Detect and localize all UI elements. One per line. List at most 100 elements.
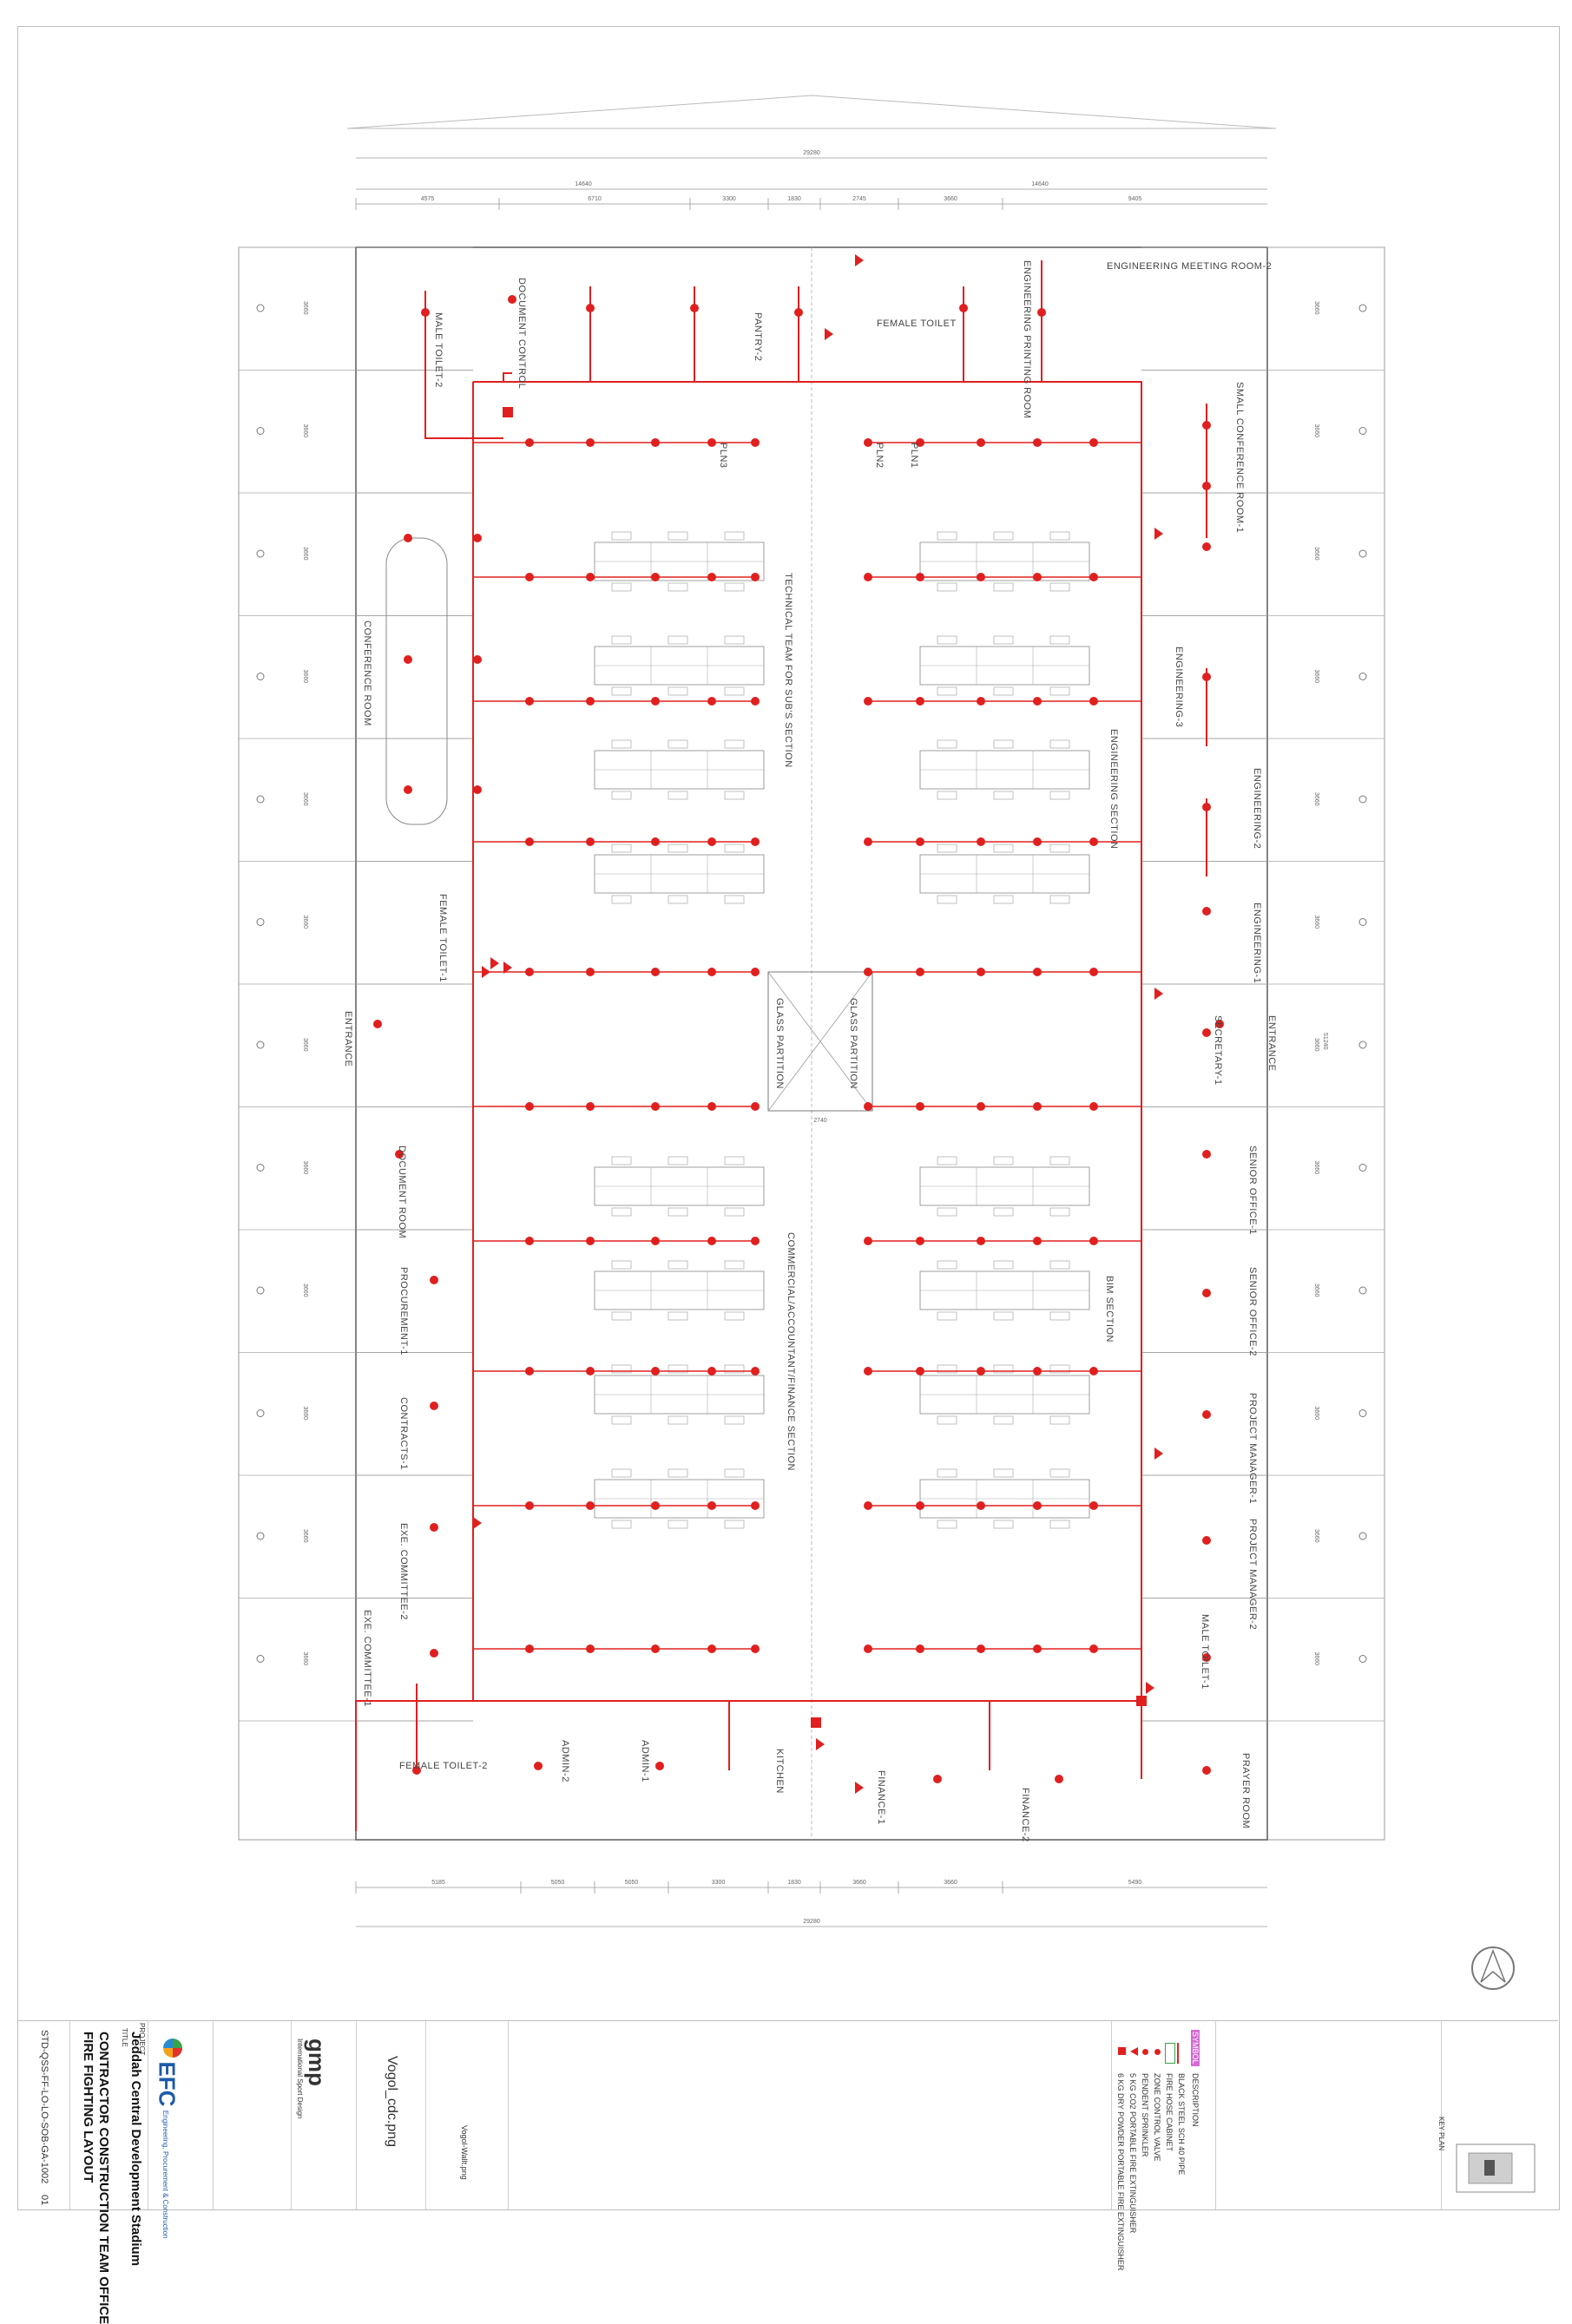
pendent-sprinkler-icon	[1202, 542, 1211, 551]
room-label-female-toilet-2: FEMALE TOILET-2	[399, 1761, 488, 1771]
key-plan-label: KEY PLAN	[1437, 2117, 1445, 2150]
title-block: STD-QSS-FF-LO-LO-SOB-GA-1002 01 CONTRACT…	[17, 2020, 1558, 2324]
pendent-sprinkler-icon	[1202, 907, 1211, 916]
pendent-sprinkler-icon	[707, 1367, 716, 1375]
room-label-document-room: DOCUMENT ROOM	[397, 1146, 407, 1238]
pendent-sprinkler-icon	[977, 1102, 985, 1111]
pendent-sprinkler-icon	[1202, 1028, 1211, 1037]
pendent-sprinkler-icon	[1202, 1536, 1211, 1545]
top-dimension-label: 9405	[1128, 196, 1142, 202]
bay-dimension: 3660	[302, 1038, 308, 1052]
legend-fhc-icon	[1165, 2043, 1175, 2064]
pendent-sprinkler-icon	[525, 697, 534, 706]
pendent-sprinkler-icon	[586, 1501, 595, 1510]
pendent-sprinkler-icon	[651, 837, 660, 846]
pendent-sprinkler-icon	[864, 1237, 872, 1245]
column-marker-icon	[256, 795, 265, 804]
pendent-sprinkler-icon	[864, 837, 872, 846]
legend-co2-icon	[1130, 2047, 1138, 2056]
pendent-sprinkler-icon	[916, 1237, 924, 1245]
pendent-sprinkler-icon	[707, 573, 716, 581]
bay-dimension: 3660	[1313, 670, 1319, 684]
pendent-sprinkler-icon	[1202, 1410, 1211, 1419]
pendent-sprinkler-icon	[977, 438, 985, 447]
room-label-engineering-2: ENGINEERING-2	[1252, 768, 1262, 849]
legend-pipe-line-icon	[1177, 2043, 1179, 2064]
pendent-sprinkler-icon	[707, 1645, 716, 1653]
tb-divider	[356, 2021, 357, 2209]
pendent-sprinkler-icon	[430, 1649, 438, 1658]
pendent-sprinkler-icon	[651, 1645, 660, 1653]
pendent-sprinkler-icon	[1202, 1150, 1211, 1159]
pendent-sprinkler-icon	[751, 837, 760, 846]
column-marker-icon	[256, 1286, 265, 1295]
consultant-logo: gmp	[304, 2038, 330, 2086]
legend-sprinkler-icon	[1142, 2049, 1148, 2055]
room-label-plan-3: PLN3	[718, 443, 728, 469]
pendent-sprinkler-icon	[864, 1501, 872, 1510]
column-marker-icon	[1358, 304, 1367, 312]
room-label-finance-2: FINANCE-2	[1020, 1788, 1030, 1842]
co2-extinguisher-icon	[825, 328, 833, 340]
column-marker-icon	[1358, 427, 1367, 435]
column-marker-icon	[1358, 673, 1367, 680]
room-label-plan-2: PLN2	[874, 443, 885, 469]
room-label-senior-office-2: SENIOR OFFICE-2	[1247, 1267, 1258, 1356]
pendent-sprinkler-icon	[1089, 1645, 1098, 1653]
co2-extinguisher-icon	[855, 254, 864, 266]
pendent-sprinkler-icon	[651, 1501, 660, 1510]
bottom-dimension-label: 3660	[944, 1880, 957, 1886]
pendent-sprinkler-icon	[473, 655, 482, 664]
pendent-sprinkler-icon	[751, 1102, 760, 1111]
column-marker-icon	[256, 918, 265, 926]
pendent-sprinkler-icon	[707, 1501, 716, 1510]
pendent-sprinkler-icon	[1089, 837, 1098, 846]
legend-item-pipe: BLACK STEEL SCH 40 PIPE	[1177, 2073, 1186, 2176]
contractor-logo: EFC Engineering, Procurement & Construct…	[154, 2038, 182, 2239]
room-label-small-conference: SMALL CONFERENCE ROOM-1	[1234, 382, 1245, 533]
pendent-sprinkler-icon	[916, 1102, 924, 1111]
overall-dimension-top: 29280	[803, 150, 820, 156]
pendent-sprinkler-icon	[651, 573, 660, 581]
room-label-conference-room: CONFERENCE ROOM	[362, 620, 372, 726]
pendent-sprinkler-icon	[525, 438, 534, 447]
logo-file-name-2: Vogol-Wallt.png	[460, 2125, 469, 2180]
pendent-sprinkler-icon	[430, 1402, 438, 1410]
pendent-sprinkler-icon	[916, 1367, 924, 1375]
pendent-sprinkler-icon	[525, 1367, 534, 1375]
pendent-sprinkler-icon	[977, 968, 985, 976]
room-label-finance-1: FINANCE-1	[876, 1770, 886, 1825]
bay-dimension: 3660	[1313, 1038, 1319, 1052]
bottom-dimension-label: 3660	[852, 1880, 866, 1886]
workstation-cluster	[594, 1364, 765, 1425]
workstation-cluster	[919, 1156, 1090, 1217]
pendent-sprinkler-icon	[977, 1367, 985, 1375]
pendent-sprinkler-icon	[404, 785, 412, 794]
pendent-sprinkler-icon	[1089, 1237, 1098, 1245]
pendent-sprinkler-icon	[977, 1645, 985, 1653]
pendent-sprinkler-icon	[751, 438, 760, 447]
bay-dimension: 3660	[1313, 1652, 1319, 1666]
pendent-sprinkler-icon	[404, 655, 412, 664]
pendent-sprinkler-icon	[651, 1237, 660, 1245]
pendent-sprinkler-icon	[1033, 1367, 1042, 1375]
room-label-admin-2: ADMIN-2	[560, 1740, 570, 1782]
pendent-sprinkler-icon	[430, 1276, 438, 1284]
bottom-dimension-label: 5490	[1128, 1880, 1142, 1886]
legend-zcv-icon	[1154, 2049, 1161, 2055]
pendent-sprinkler-icon	[1202, 803, 1211, 811]
pendent-sprinkler-icon	[586, 697, 595, 706]
pendent-sprinkler-icon	[707, 438, 716, 447]
column-marker-icon	[256, 673, 265, 680]
pendent-sprinkler-icon	[916, 438, 924, 447]
room-label-engineering-printing: ENGINEERING PRINTING ROOM	[1022, 260, 1032, 418]
pendent-sprinkler-icon	[977, 697, 985, 706]
pendent-sprinkler-icon	[1033, 1237, 1042, 1245]
room-label-engineering-3: ENGINEERING-3	[1174, 647, 1184, 727]
room-label-procurement: PROCUREMENT-1	[398, 1267, 409, 1356]
room-label-entrance-right: ENTRANCE	[1266, 1015, 1277, 1072]
co2-extinguisher-icon	[816, 1738, 825, 1750]
co2-extinguisher-icon	[482, 966, 490, 978]
pendent-sprinkler-icon	[1033, 1501, 1042, 1510]
title-line-1: CONTRACTOR CONSTRUCTION TEAM OFFICE	[96, 2032, 111, 2324]
